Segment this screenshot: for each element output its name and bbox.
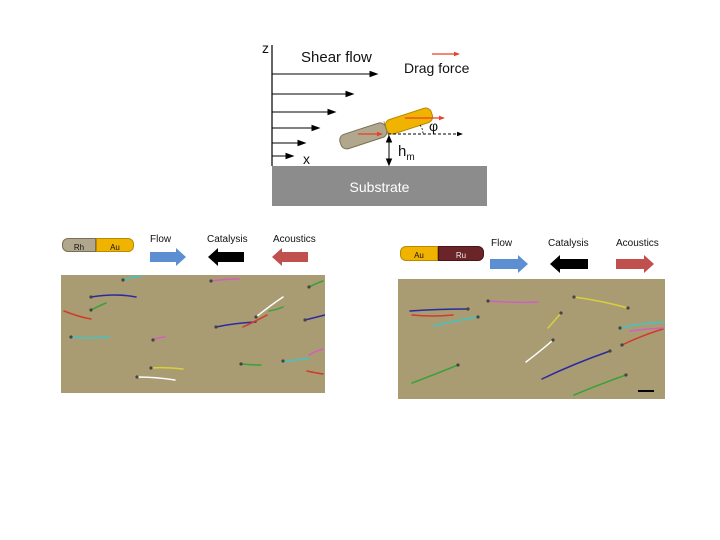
substrate-block (272, 166, 487, 206)
right-catalysis-arrow (550, 255, 588, 273)
rh-au-rod-icon: Rh Au (62, 238, 134, 252)
drag-force-legend-arrow (432, 51, 460, 57)
right-micrograph (398, 279, 665, 399)
right-flow-arrow (490, 255, 528, 273)
angle-label: φ (429, 118, 439, 134)
height-dimension (385, 134, 393, 167)
left-flow-arrow (150, 248, 186, 266)
left-trajectories (63, 275, 325, 381)
left-direction-arrows (150, 248, 308, 266)
nanorod-rh-segment (339, 122, 388, 150)
au-segment: Au (96, 238, 134, 252)
right-acoustics-label: Acoustics (616, 238, 659, 249)
right-trajectories (409, 296, 664, 396)
left-acoustics-label: Acoustics (273, 234, 316, 245)
right-catalysis-label: Catalysis (548, 238, 589, 249)
shear-flow-label: Shear flow (301, 49, 372, 66)
left-flow-label: Flow (150, 234, 172, 245)
angle-arc (419, 124, 424, 135)
shear-flow-profile (272, 70, 379, 160)
right-rod-particles (456, 295, 630, 377)
right-flow-label: Flow (491, 238, 513, 249)
au-segment-right: Au (400, 246, 438, 261)
left-acoustics-arrow (272, 248, 308, 266)
ru-segment: Ru (438, 246, 484, 261)
x-axis-label: x (303, 151, 310, 167)
rh-segment: Rh (62, 238, 96, 252)
height-label: hm (398, 143, 415, 163)
shear-flow-schematic (271, 45, 487, 206)
z-axis-label: z (262, 40, 269, 56)
drag-force-label: Drag force (404, 60, 470, 76)
nanorod-au-segment (384, 107, 434, 135)
left-catalysis-arrow (208, 248, 244, 266)
au-ru-rod-icon: Au Ru (400, 246, 484, 261)
tilted-nanorod (339, 107, 434, 150)
left-catalysis-label: Catalysis (207, 234, 248, 245)
rod-drag-arrows (358, 115, 445, 137)
right-acoustics-arrow (616, 255, 654, 273)
left-rod-particles (69, 278, 311, 379)
substrate-label: Substrate (349, 179, 410, 195)
right-direction-arrows (490, 255, 654, 273)
left-micrograph (61, 275, 325, 393)
